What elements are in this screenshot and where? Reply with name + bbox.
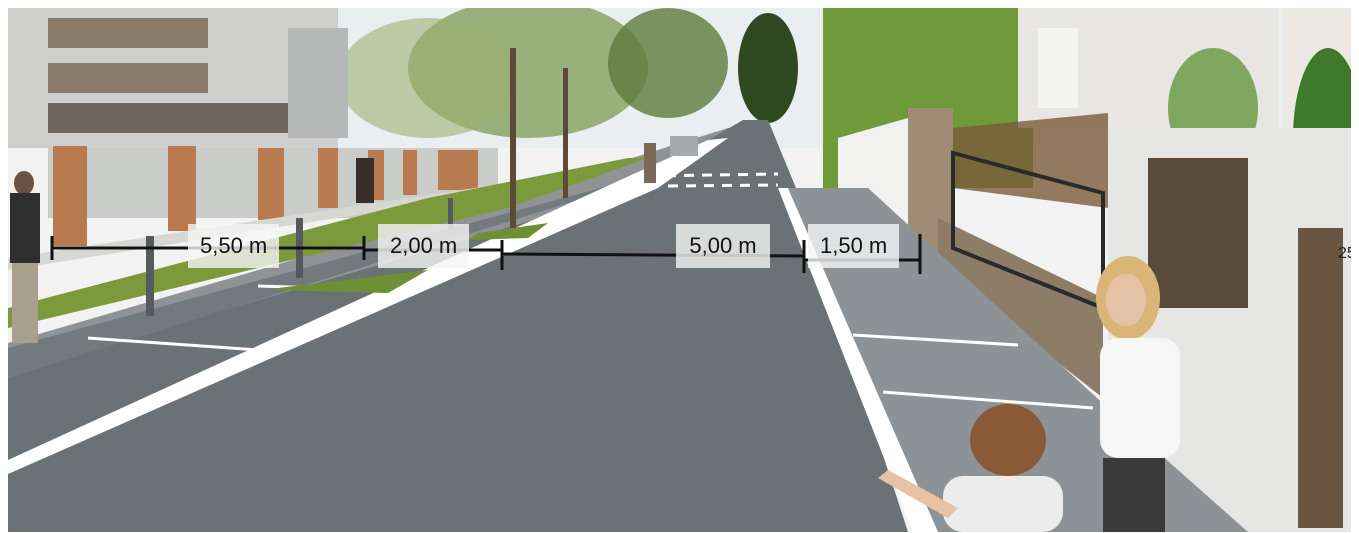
- tree-canopy: [608, 8, 728, 118]
- girl-shirt: [943, 476, 1063, 532]
- bollard: [146, 236, 154, 316]
- cypress-tree: [738, 13, 798, 123]
- woman-jeans: [1103, 458, 1165, 532]
- pedestrian-left: [12, 263, 38, 343]
- house-window: [1038, 28, 1078, 108]
- tree-trunk: [563, 68, 568, 198]
- building-wall: [288, 28, 348, 138]
- bollard: [448, 198, 453, 230]
- girl-hair: [970, 404, 1046, 476]
- house-number: 25: [1338, 245, 1351, 262]
- balcony: [48, 63, 208, 93]
- pedestrian-left: [14, 171, 34, 195]
- parking-bay: [8, 178, 648, 378]
- wooden-gate: [1148, 158, 1248, 308]
- woman-shirt: [1100, 338, 1180, 458]
- brick-pillar: [258, 148, 284, 220]
- brick-pillar: [53, 146, 87, 246]
- parked-car: [670, 136, 698, 156]
- woman-face: [1106, 274, 1146, 326]
- road-edge-line: [8, 138, 728, 474]
- wooden-door: [1298, 228, 1343, 528]
- street-scene-svg: 25: [8, 8, 1351, 532]
- girl-arm: [878, 470, 958, 518]
- parking-line: [852, 333, 1019, 347]
- brick-pillar: [168, 146, 196, 231]
- pedestrian: [644, 143, 656, 183]
- brick-pillar: [318, 148, 338, 208]
- balcony: [48, 103, 288, 133]
- measure-label-5-00: 5,00 m: [676, 224, 770, 268]
- tree-canopy: [338, 18, 518, 138]
- grass-patch: [468, 223, 548, 240]
- road-edge-line: [778, 188, 938, 532]
- crossing-line: [647, 172, 779, 178]
- grass-patch: [268, 270, 428, 293]
- pedestrian-left: [10, 193, 40, 263]
- stone-wall: [938, 218, 1103, 398]
- measure-label-5-50: 5,50 m: [188, 224, 280, 268]
- street-photo: 25 5,50 m 2,00 m 5,00 m 1,50 m: [8, 8, 1351, 532]
- measure-label-1-50: 1,50 m: [808, 224, 900, 268]
- pedestrian: [356, 158, 374, 203]
- brick-pillar: [438, 150, 478, 190]
- balcony: [48, 18, 208, 48]
- crossing-line: [667, 183, 779, 188]
- measure-label-2-00: 2,00 m: [378, 224, 470, 268]
- parking-line: [87, 336, 259, 352]
- road: [8, 120, 908, 532]
- parking-line: [882, 390, 1094, 410]
- grass-strip: [8, 158, 648, 328]
- tree-trunk: [510, 48, 516, 228]
- brick-pillar: [403, 150, 417, 195]
